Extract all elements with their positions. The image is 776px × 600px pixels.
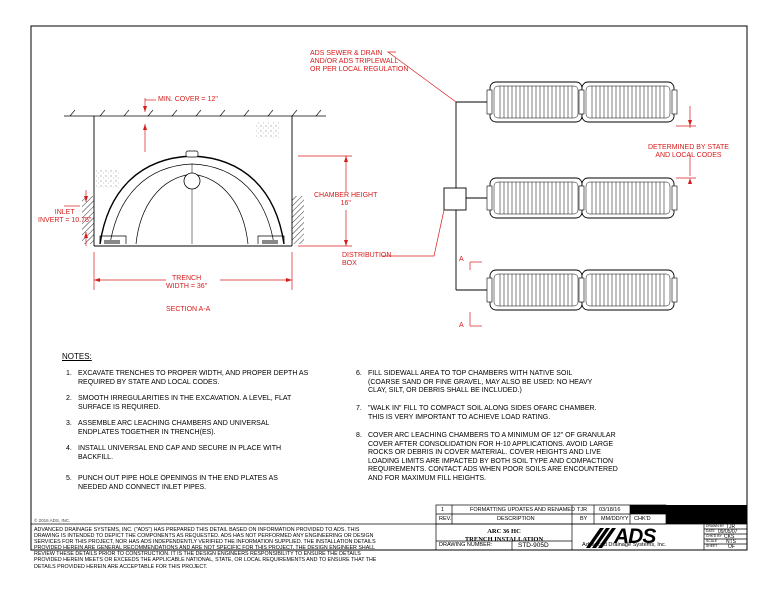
note-text: COVER ARC LEACHING CHAMBERS TO A MINIMUM… xyxy=(368,432,618,482)
checked-value: CKS xyxy=(724,534,735,540)
drawn-by-label: DRAWN BY xyxy=(706,524,725,528)
section-marker-bottom: A xyxy=(459,322,464,329)
note-text: ASSEMBLE ARC LEACHING CHAMBERS AND UNIVE… xyxy=(78,420,270,436)
rev-header-chkd: CHK'D xyxy=(634,516,651,522)
pipe-callout-label: ADS SEWER & DRAIN AND/OR ADS TRIPLEWALL … xyxy=(310,50,409,73)
note-number: 7. xyxy=(356,405,362,412)
distribution-box-label: DISTRIBUTION BOX xyxy=(342,252,392,267)
note-number: 5. xyxy=(66,475,72,482)
determined-by-label: DETERMINED BY STATE AND LOCAL CODES xyxy=(648,144,729,159)
rev-date: 03/18/16 xyxy=(599,507,621,513)
rev-header-date: MM/DD/YY xyxy=(601,516,629,522)
rev-header-description: DESCRIPTION xyxy=(497,516,535,522)
checked-label: CHK'D BY xyxy=(706,534,722,538)
notes-title: NOTES: xyxy=(62,352,92,361)
note-text: "WALK IN" FILL TO COMPACT SOIL ALONG SID… xyxy=(368,405,597,421)
sheet-value: OF xyxy=(728,544,735,550)
note-number: 8. xyxy=(356,432,362,439)
drawing-number-label: DRAWING NUMBER: xyxy=(439,542,493,548)
rev-header-rev: REV. xyxy=(439,516,452,522)
rev-description: FORMATTING UPDATES AND RENAMED xyxy=(470,507,575,513)
disclaimer-text: ADVANCED DRAINAGE SYSTEMS, INC. ("ADS") … xyxy=(34,527,377,570)
sheet-label: SHEET xyxy=(706,544,718,548)
scale-value: NTS xyxy=(726,539,736,545)
section-label: SECTION A-A xyxy=(166,306,211,313)
drawn-by-value: TJR xyxy=(726,524,736,530)
note-number: 4. xyxy=(66,445,72,452)
chamber-height-label: CHAMBER HEIGHT 16" xyxy=(314,192,378,207)
trench-width-label: TRENCH WIDTH = 36" xyxy=(166,275,208,290)
rev-header-by: BY xyxy=(580,516,588,522)
scale-label: SCALE xyxy=(706,539,718,543)
date-value: 09/05/07 xyxy=(718,529,738,535)
drawing-title: ARC 36 HC TRENCH INSTALLATION xyxy=(436,528,572,543)
rev-by: TJR xyxy=(577,507,588,513)
note-number: 6. xyxy=(356,370,362,377)
inlet-invert-label: INLET INVERT = 10.75" xyxy=(38,209,92,224)
title-line-2: TRENCH INSTALLATION xyxy=(464,535,544,543)
note-number: 1. xyxy=(66,370,72,377)
note-text: EXCAVATE TRENCHES TO PROPER WIDTH, AND P… xyxy=(78,370,309,386)
drawing-number: STD-905D xyxy=(518,542,549,549)
rev-number: 1 xyxy=(441,507,445,513)
date-label: DATE xyxy=(706,529,715,533)
note-text: SMOOTH IRREGULARITIES IN THE EXCAVATION.… xyxy=(78,395,292,411)
note-number: 2. xyxy=(66,395,72,402)
copyright-text: © 2016 ADS, INC. xyxy=(34,518,71,523)
section-marker-top: A xyxy=(459,256,464,263)
company-name: Advanced Drainage Systems, Inc. xyxy=(582,542,667,548)
min-cover-label: MIN. COVER = 12" xyxy=(158,96,218,103)
title-line-1: ARC 36 HC xyxy=(487,528,521,535)
note-number: 3. xyxy=(66,420,72,427)
ads-logo: ADS xyxy=(614,525,656,548)
note-text: INSTALL UNIVERSAL END CAP AND SECURE IN … xyxy=(78,445,282,461)
note-text: PUNCH OUT PIPE HOLE OPENINGS IN THE END … xyxy=(78,475,278,491)
note-text: FILL SIDEWALL AREA TO TOP CHAMBERS WITH … xyxy=(368,370,593,394)
